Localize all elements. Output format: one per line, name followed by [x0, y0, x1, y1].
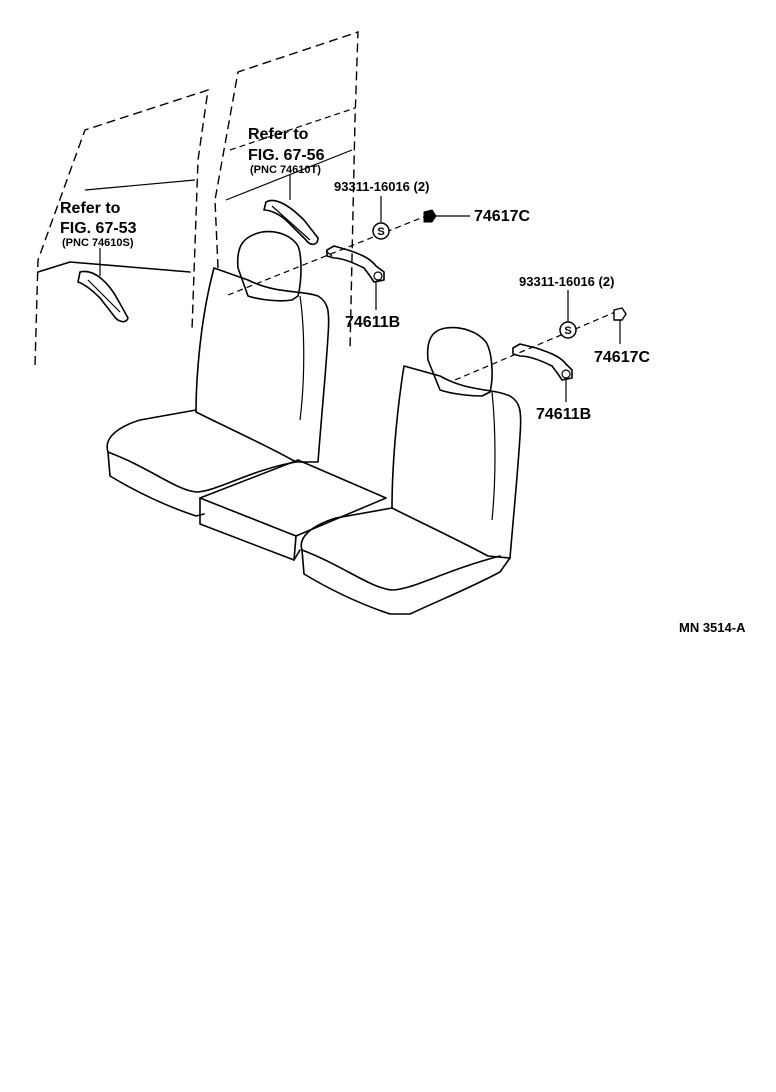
- part-number-cap-left: 74617C: [474, 208, 530, 225]
- right-rear-panel: [214, 31, 359, 351]
- passenger-seat: [300, 326, 522, 615]
- screw-icon-right: S: [559, 321, 577, 339]
- ref-56-line1: Refer to: [248, 126, 309, 143]
- assist-grip-74610T: [263, 199, 319, 246]
- diagram-id: MN 3514-A: [679, 620, 746, 635]
- assist-grip-74610S: [77, 270, 129, 323]
- part-number-screw-right: 93311-16016 (2): [519, 274, 614, 289]
- handle-74611B-upper: [325, 245, 385, 283]
- screw-icon-left: S: [372, 222, 390, 240]
- callout-ref-67-53: Refer to FIG. 67-53 (PNC 74610S): [60, 200, 137, 249]
- callout-ref-67-56: Refer to FIG. 67-56 (PNC 74610T): [248, 126, 325, 176]
- ref-56-line2: FIG. 67-56: [248, 147, 325, 164]
- cap-icon-right: [613, 307, 627, 321]
- center-seat: [199, 459, 387, 561]
- driver-seat: [106, 230, 330, 517]
- part-number-handle-upper: 74611B: [345, 314, 400, 331]
- svg-text:S: S: [564, 325, 571, 337]
- part-number-screw-left: 93311-16016 (2): [334, 179, 429, 194]
- ref-53-line3: (PNC 74610S): [62, 237, 134, 249]
- part-number-handle-lower: 74611B: [536, 406, 591, 423]
- cap-icon-left: [423, 209, 437, 223]
- ref-53-line2: FIG. 67-53: [60, 220, 137, 237]
- left-rear-panel: [34, 88, 209, 366]
- alignment-line-upper: [227, 215, 427, 296]
- ref-53-line1: Refer to: [60, 200, 121, 217]
- handle-74611B-lower: [512, 343, 573, 381]
- alignment-line-lower: [454, 309, 621, 381]
- ref-56-line3: (PNC 74610T): [250, 164, 321, 176]
- leader-lines: [99, 175, 621, 402]
- svg-text:S: S: [377, 226, 384, 238]
- part-number-cap-right: 74617C: [594, 349, 650, 366]
